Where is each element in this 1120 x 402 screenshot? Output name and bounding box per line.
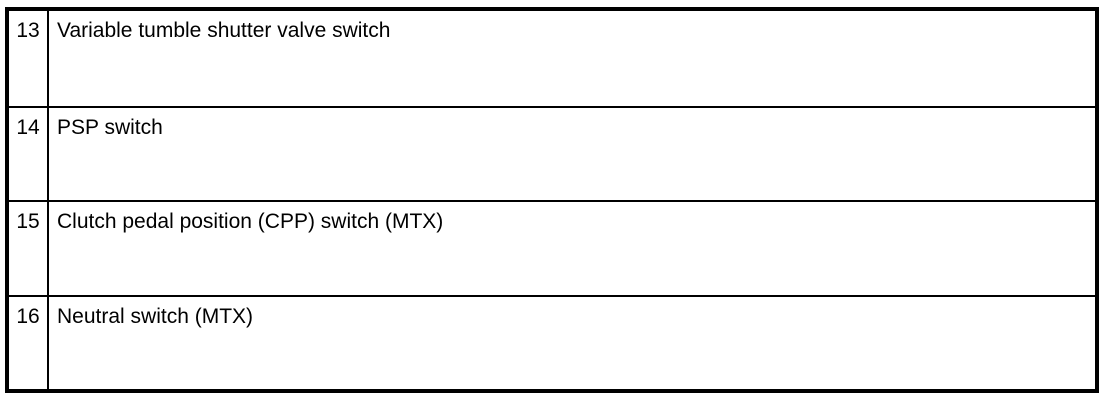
row-label-cell: Neutral switch (MTX)	[57, 304, 254, 328]
table-row: 14 PSP switch	[9, 105, 1095, 200]
row-number-cell: 15	[9, 202, 49, 295]
row-label-cell: PSP switch	[57, 115, 163, 139]
row-number-cell: 13	[9, 11, 49, 106]
table-row: 16 Neutral switch (MTX)	[9, 294, 1095, 389]
table-row: 15 Clutch pedal position (CPP) switch (M…	[9, 200, 1095, 295]
row-number-cell: 16	[9, 296, 49, 389]
component-table: 13 Variable tumble shutter valve switch …	[5, 7, 1099, 393]
row-label-cell: Clutch pedal position (CPP) switch (MTX)	[57, 210, 444, 233]
table-row: 13 Variable tumble shutter valve switch	[9, 11, 1095, 106]
row-label-cell: Variable tumble shutter valve switch	[57, 19, 391, 42]
row-number-cell: 14	[9, 107, 49, 200]
